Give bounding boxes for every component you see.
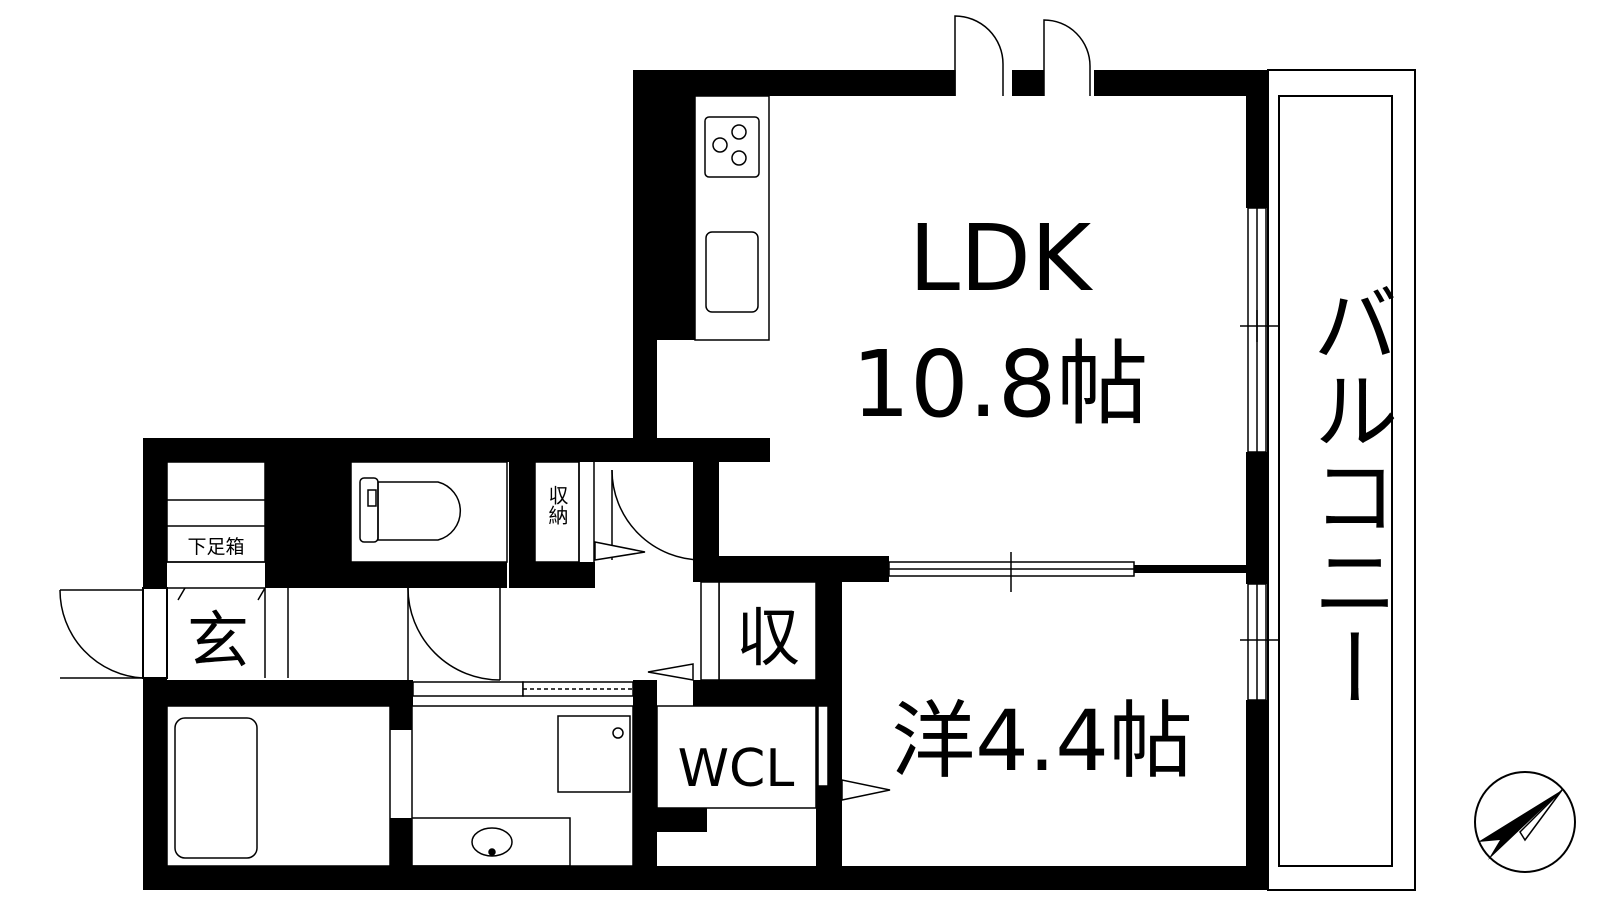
north-arrow-icon [1474, 771, 1576, 873]
storage-small [534, 461, 595, 563]
ldk-size-label: 10.8帖 [852, 331, 1149, 438]
ldk-label: LDK [909, 205, 1094, 312]
walls [142, 70, 1268, 890]
storage-closet [656, 581, 817, 809]
kitchen-counter [694, 95, 770, 341]
sink-icon [705, 231, 759, 313]
shoe-box [166, 461, 289, 678]
windows [412, 207, 1280, 701]
toilet-fixture [350, 461, 508, 563]
entrance-label: 玄 [187, 604, 249, 677]
storage-small-label: 収納 [545, 485, 569, 525]
room-labels: LDK 10.8帖 洋4.4帖 玄 収 WCL 下足箱 [187, 205, 1193, 799]
shoe-box-label: 下足箱 [187, 536, 244, 558]
wcl-label: WCL [678, 739, 795, 799]
washing-machine-icon [557, 715, 631, 793]
bathtub [166, 705, 391, 867]
burner-icon [731, 124, 747, 140]
washroom [411, 705, 634, 867]
burner-icon [712, 137, 728, 153]
vertical-labels: バルコニー 収納 [545, 280, 1397, 710]
storage-label: 収 [736, 602, 800, 676]
washbasin-icon [412, 817, 571, 867]
western-room-label: 洋4.4帖 [891, 692, 1193, 790]
burner-icon [731, 150, 747, 166]
balcony-label: バルコニー [1297, 280, 1397, 710]
